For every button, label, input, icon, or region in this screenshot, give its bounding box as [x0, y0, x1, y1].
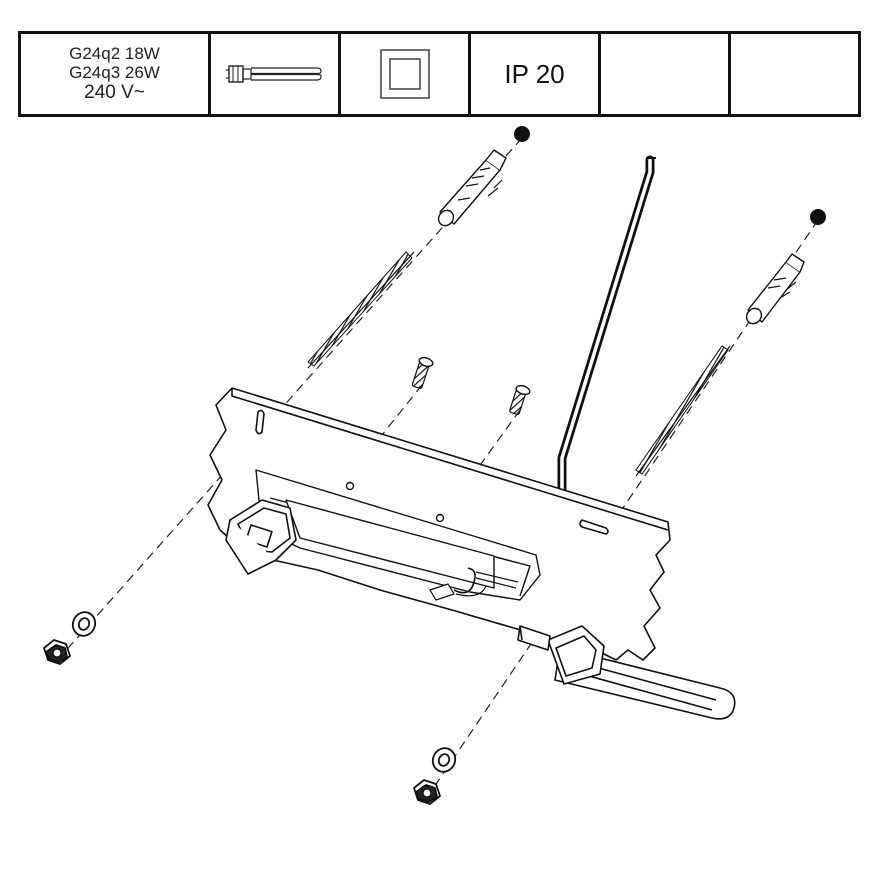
ballast-connector [429, 567, 487, 601]
power-cable [557, 155, 656, 500]
hole-marker-left [514, 126, 530, 142]
class-icon-cell [341, 34, 471, 114]
hex-nut-bottom [413, 779, 441, 805]
ip-rating-label: IP 20 [504, 58, 565, 89]
wood-screw-left [307, 251, 415, 369]
lamp-icon-cell [211, 34, 341, 114]
ip-rating-cell: IP 20 [471, 34, 601, 114]
machine-screw-1 [411, 356, 434, 389]
double-insulation-class-ii-icon [379, 49, 430, 99]
machine-screw-2 [509, 384, 531, 415]
voltage-label: 240 V~ [84, 82, 145, 103]
washer-left [71, 611, 97, 637]
hex-nut-left [43, 639, 71, 665]
hole-marker-right [810, 209, 826, 225]
spec-table: G24q2 18W G24q3 26W 240 V~ IP 20 [18, 31, 861, 117]
lamp-type-2: G24q3 26W [69, 63, 160, 82]
lamp-socket [225, 499, 297, 575]
wall-plug-left [437, 149, 507, 227]
wood-screw-right [635, 345, 731, 477]
compact-fluorescent-lamp-icon [225, 65, 322, 83]
wall-plug-right [745, 253, 805, 325]
lamp-spec-cell: G24q2 18W G24q3 26W 240 V~ [21, 34, 211, 114]
lamp-type-1: G24q2 18W [69, 44, 160, 63]
compact-fluorescent-lamp [517, 625, 736, 720]
empty-cell-1 [601, 34, 731, 114]
washer-bottom [431, 747, 457, 773]
